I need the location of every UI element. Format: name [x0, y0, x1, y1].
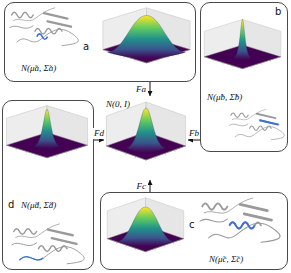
highlight-region	[20, 257, 44, 260]
density-plot	[7, 106, 88, 158]
density-plot	[103, 8, 190, 63]
arrow-connector	[188, 140, 200, 141]
arrow-connector	[150, 180, 151, 192]
plot-axes	[204, 19, 281, 68]
transform-label: Fc	[136, 181, 148, 192]
transform-label: Fd	[93, 128, 105, 139]
protein-ribbon	[200, 198, 280, 242]
panel-box: cN(μ̃c, Σ̃c)	[100, 192, 288, 270]
plot-axes	[106, 102, 185, 160]
plot-axes	[103, 8, 190, 63]
gaussian-surface	[108, 15, 186, 58]
plot-axes	[107, 198, 184, 252]
density-plot	[106, 102, 185, 160]
highlight-region	[230, 222, 255, 228]
protein-ribbon	[229, 109, 284, 139]
arrow-connector	[94, 140, 104, 141]
panel-box: bN(μ̃b, Σ̃b)	[200, 2, 288, 152]
protein-structure	[12, 224, 84, 264]
density-plot	[204, 19, 281, 68]
highlight-region	[260, 120, 279, 124]
transform-label: Fb	[188, 128, 200, 139]
density-plot	[107, 198, 184, 252]
transform-label: Fa	[135, 84, 147, 95]
gaussian-surface	[127, 108, 166, 152]
protein-structure	[229, 109, 284, 139]
protein-structure	[200, 198, 280, 242]
plot-axes	[7, 106, 88, 158]
plot-region: N(0, I)	[104, 96, 188, 180]
gaussian-surface	[234, 19, 251, 59]
gaussian-surface	[118, 207, 172, 246]
panel-box: dN(μ̃d, Σ̃d)	[2, 100, 94, 270]
protein-structure	[10, 8, 79, 46]
gaussian-surface	[34, 109, 59, 148]
arrow-connector	[150, 82, 151, 96]
highlight-region	[37, 34, 48, 39]
protein-ribbon	[12, 224, 84, 264]
protein-ribbon	[10, 8, 79, 46]
panel-box: aN(μ̃a, Σ̃a)	[4, 2, 196, 82]
